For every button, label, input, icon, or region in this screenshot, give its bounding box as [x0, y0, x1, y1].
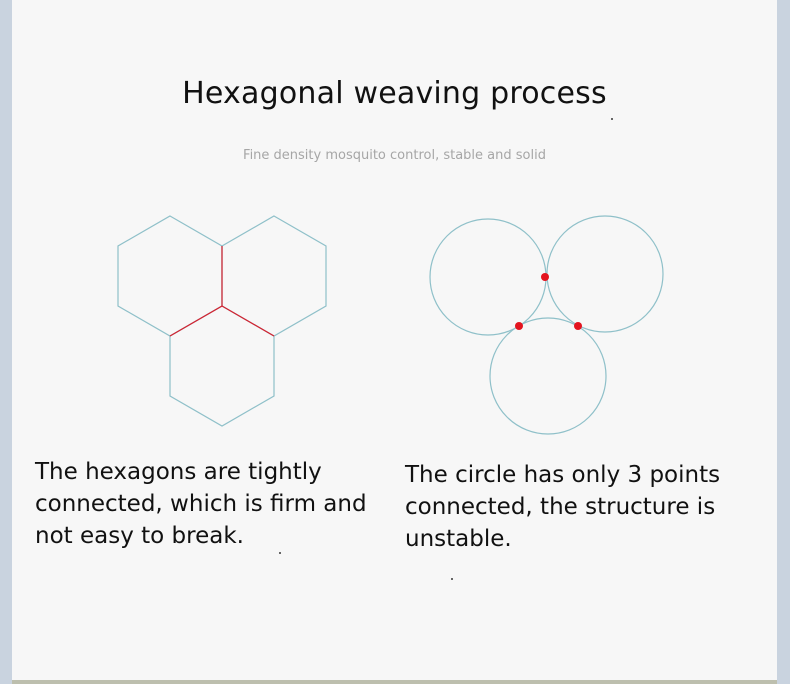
circle-top-left: [429, 218, 547, 336]
content-panel: Hexagonal weaving process Fine density m…: [12, 0, 777, 681]
contact-point-right: [574, 322, 582, 330]
circle-bottom: [489, 317, 607, 435]
circle-contact-points: [515, 273, 582, 330]
hexagon-top-left: [117, 215, 223, 337]
hexagon-shared-edge-right: [221, 305, 275, 337]
hexagon-bottom: [169, 305, 275, 427]
page-subtitle: Fine density mosquito control, stable an…: [243, 148, 546, 163]
hexagon-caption: The hexagons are tightly connected, whic…: [35, 459, 367, 549]
speck-mark: [611, 118, 613, 120]
hexagon-top-right: [221, 215, 327, 337]
hexagon-cluster: [117, 215, 327, 427]
circle-top-right: [546, 215, 664, 333]
hexagon-shared-edges: [169, 246, 223, 337]
circle-cluster: [429, 215, 664, 435]
speck-mark: [451, 578, 453, 580]
speck-mark: [279, 552, 281, 554]
bottom-border: [12, 680, 777, 684]
contact-point-top: [541, 273, 549, 281]
contact-point-left: [515, 322, 523, 330]
circle-caption: The circle has only 3 points connected, …: [405, 462, 721, 552]
comparison-diagram: [117, 215, 664, 435]
page-title: Hexagonal weaving process: [182, 76, 607, 111]
